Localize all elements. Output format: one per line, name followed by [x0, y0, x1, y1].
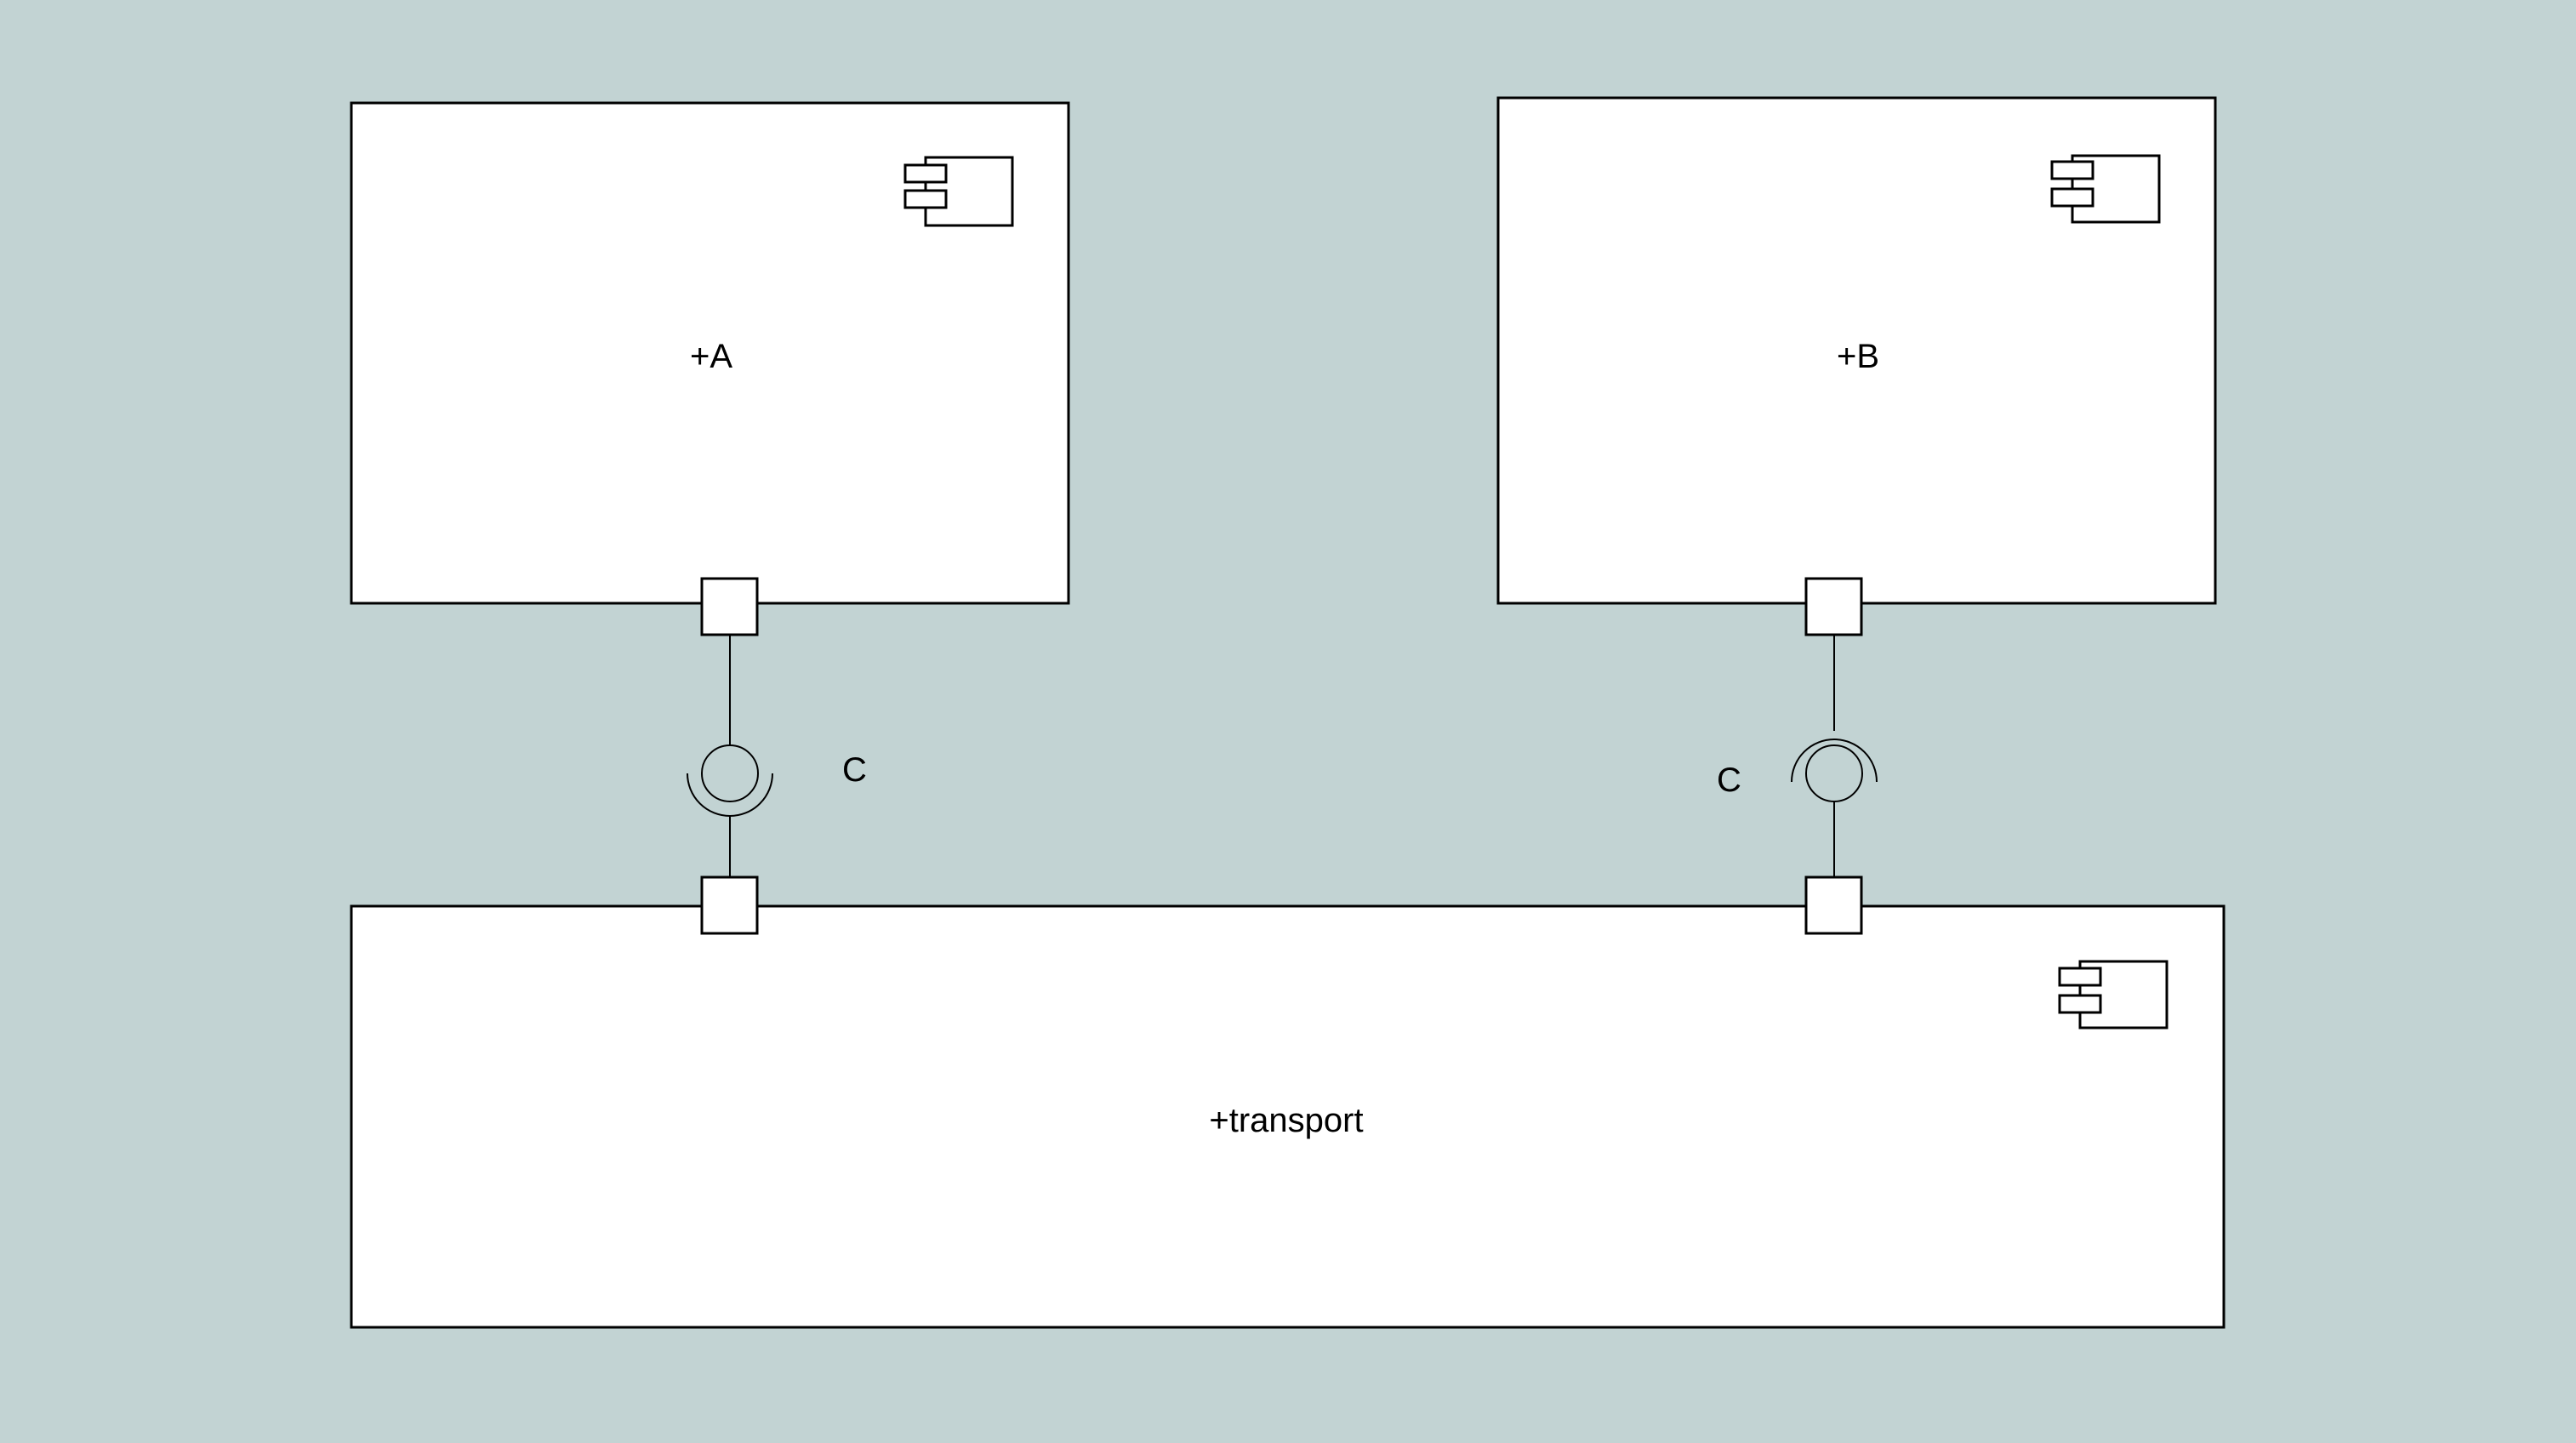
component-b-label: +B: [1837, 338, 1879, 375]
connector-a-transport[interactable]: C: [687, 635, 867, 877]
port-transport-right[interactable]: [1804, 875, 1863, 935]
port-a[interactable]: [700, 577, 759, 636]
component-transport[interactable]: +transport: [350, 875, 2226, 1329]
required-interface-socket: [687, 773, 773, 817]
component-icon: [2050, 154, 2161, 224]
component-a[interactable]: +A: [350, 101, 1070, 636]
provided-interface-ball: [701, 744, 759, 802]
interface-label: C: [1717, 761, 1741, 799]
provided-interface-ball: [1805, 744, 1863, 802]
component-icon: [2058, 960, 2169, 1029]
port-transport-left[interactable]: [700, 875, 759, 935]
component-transport-box: [350, 904, 2226, 1329]
port-b[interactable]: [1804, 577, 1863, 636]
interface-label: C: [842, 751, 867, 789]
component-transport-label: +transport: [1209, 1102, 1363, 1139]
component-a-label: +A: [690, 338, 732, 375]
connector-b-transport[interactable]: C: [1717, 635, 1878, 877]
required-interface-socket: [1791, 739, 1878, 783]
component-icon: [903, 156, 1014, 227]
component-b[interactable]: +B: [1496, 96, 2217, 636]
